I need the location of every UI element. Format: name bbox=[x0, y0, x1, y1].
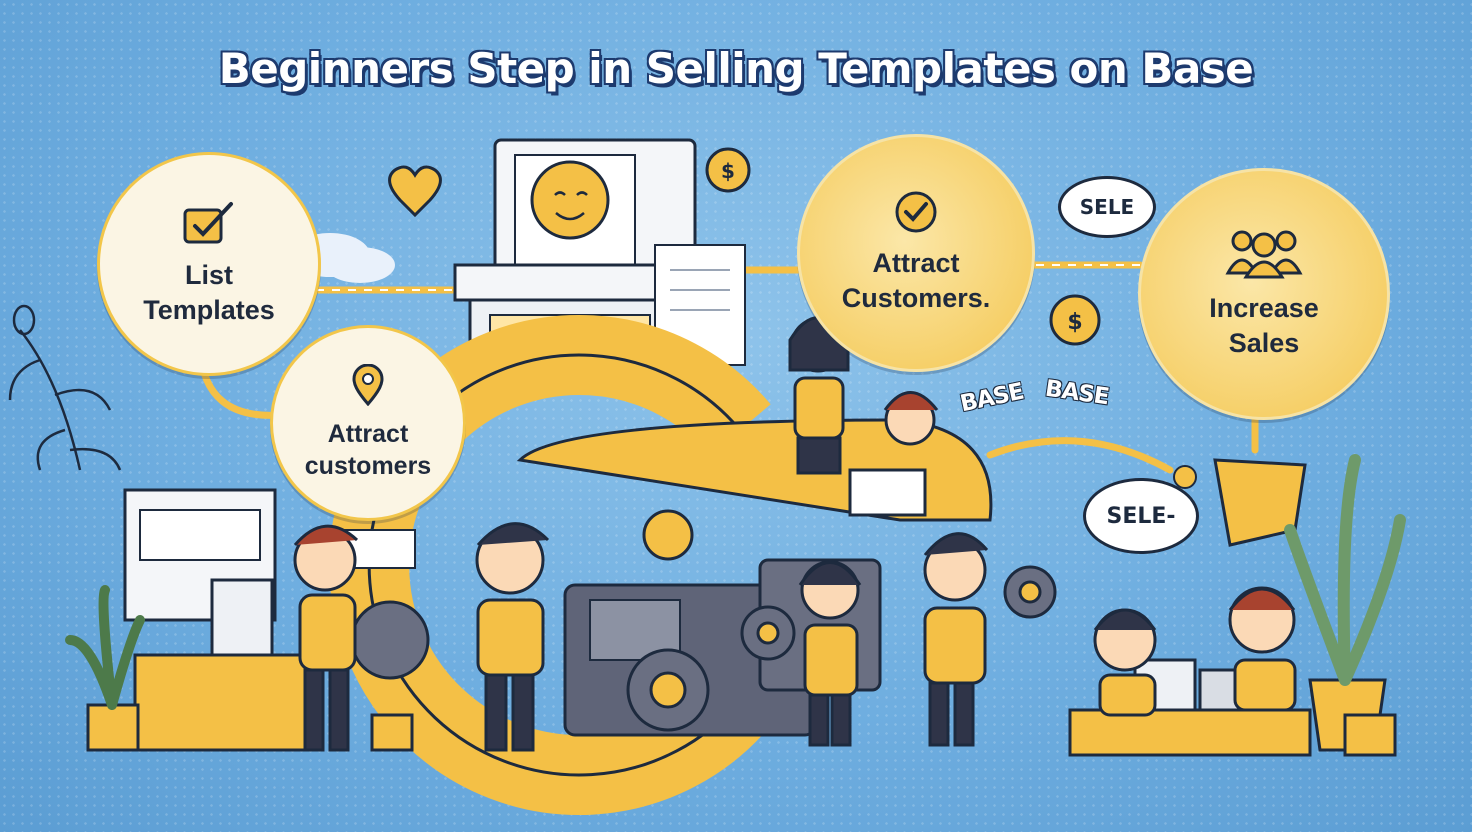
step-label-line1: Increase bbox=[1209, 293, 1319, 324]
page-title: Beginners Step in Selling Templates on B… bbox=[218, 44, 1254, 93]
speech-bubble-top-text: SELE bbox=[1079, 195, 1135, 219]
speech-bubble-top: SELE bbox=[1058, 176, 1156, 238]
speech-bubble-bottom: SELE- bbox=[1083, 478, 1199, 554]
step-label-line1: List bbox=[184, 260, 233, 291]
svg-text:$: $ bbox=[721, 159, 735, 183]
gears bbox=[350, 565, 1057, 732]
people bbox=[293, 316, 1297, 752]
step-label-line2: customers bbox=[304, 452, 432, 480]
people-icon bbox=[1225, 230, 1303, 279]
location-pin-icon bbox=[352, 364, 384, 406]
step-label-line1: Attract bbox=[872, 248, 960, 279]
step-label-line2: Templates bbox=[143, 295, 275, 325]
checkbox-icon bbox=[183, 202, 233, 244]
step-increase-sales: Increase Sales bbox=[1138, 168, 1390, 420]
step-label-line1: Attract bbox=[327, 420, 409, 448]
svg-text:$: $ bbox=[1067, 310, 1082, 335]
coin-icons: $ $ bbox=[642, 147, 1197, 561]
step-label-line2: Customers. bbox=[841, 283, 991, 313]
step-label-line2: Sales bbox=[1228, 328, 1300, 358]
plants bbox=[65, 454, 1406, 757]
step-list-templates: List Templates bbox=[97, 152, 321, 376]
connector-dashes bbox=[300, 264, 1140, 291]
checkmark-icon bbox=[895, 191, 937, 233]
branch-doodle bbox=[8, 304, 122, 471]
step-attract-customers-left: Attract customers bbox=[270, 325, 466, 521]
speech-bubble-bottom-text: SELE- bbox=[1106, 503, 1176, 529]
heart-icon bbox=[388, 165, 442, 218]
step-attract-customers-right: Attract Customers. bbox=[797, 134, 1035, 372]
left-desk bbox=[123, 488, 416, 752]
